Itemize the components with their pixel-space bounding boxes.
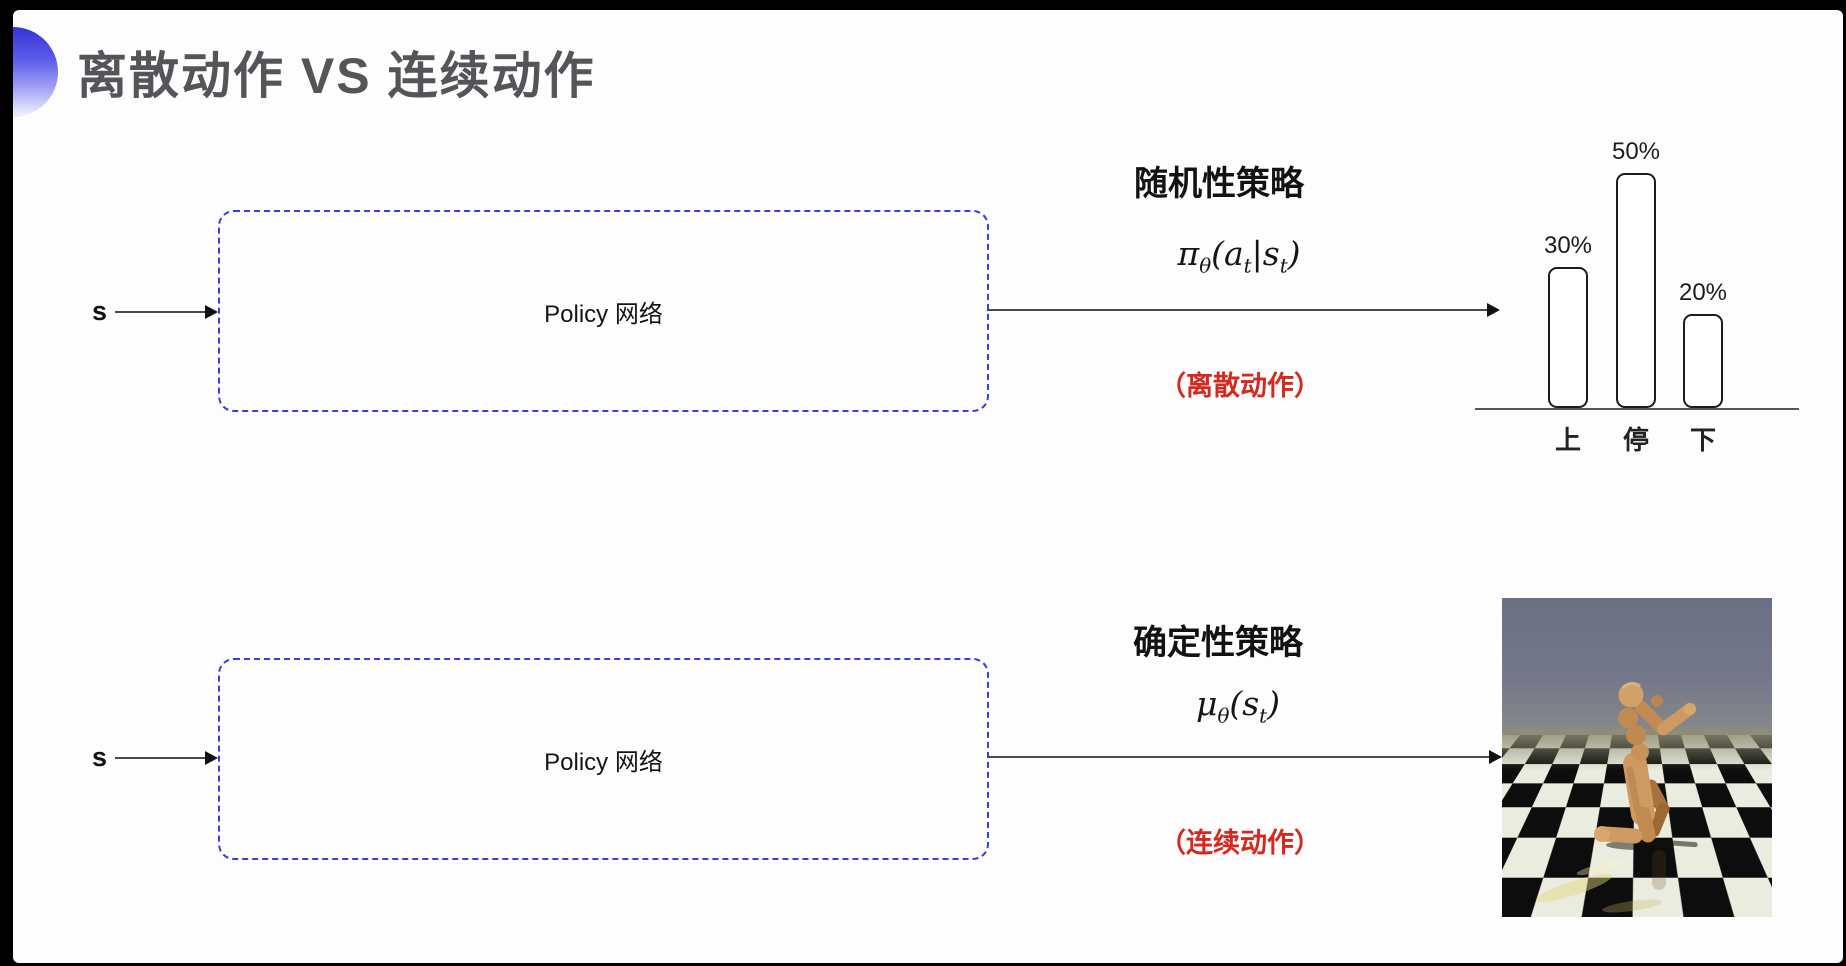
- title-bullet-decoration: [13, 27, 58, 117]
- page-title: 离散动作 VS 连续动作: [77, 48, 596, 104]
- policy-network-box-row2: Policy 网络: [218, 658, 989, 860]
- policy-type-row1: 随机性策略: [1134, 165, 1304, 203]
- state-input-label-row2: s: [92, 742, 108, 772]
- bar-category-down: 下: [1689, 425, 1716, 455]
- arrow-head-icon: [205, 751, 218, 765]
- policy-network-box-row1: Policy 网络: [218, 210, 989, 412]
- arrow-head-icon: [205, 305, 218, 319]
- bar-group-down: 20%: [1663, 279, 1743, 408]
- input-arrow-row1: [115, 305, 218, 319]
- output-arrow-row2: [987, 750, 1502, 764]
- policy-network-label-row1: Policy 网络: [544, 300, 663, 328]
- bar-group-up: 30%: [1528, 232, 1608, 408]
- arrow-shaft: [987, 309, 1487, 311]
- arrow-shaft: [987, 756, 1489, 758]
- policy-formula-row1: πθ(at|st): [1177, 234, 1301, 278]
- bar-up: [1548, 267, 1588, 408]
- policy-formula-row2: μθ(st): [1195, 684, 1280, 728]
- state-input-label-row1: s: [92, 296, 108, 326]
- humanoid-simulation-image: [1502, 598, 1772, 917]
- arrow-head-icon: [1487, 303, 1500, 317]
- bar-value-label: 20%: [1678, 279, 1728, 306]
- bar-category-up: 上: [1554, 425, 1581, 455]
- action-type-caption-row2: （连续动作）: [1159, 828, 1321, 858]
- bar-stop: [1616, 173, 1656, 408]
- bar-category-stop: 停: [1622, 425, 1649, 455]
- bar-value-label: 50%: [1611, 138, 1661, 165]
- input-arrow-row2: [115, 751, 218, 765]
- arrow-shaft: [115, 757, 205, 759]
- bar-value-label: 30%: [1543, 232, 1593, 259]
- policy-type-row2: 确定性策略: [1133, 624, 1303, 662]
- arrow-shaft: [115, 311, 205, 313]
- output-arrow-row1: [987, 303, 1500, 317]
- humanoid-robot-figure: [1535, 682, 1698, 913]
- action-type-caption-row1: （离散动作）: [1159, 371, 1321, 401]
- policy-network-label-row2: Policy 网络: [544, 748, 663, 776]
- bar-down: [1683, 314, 1723, 408]
- arrow-head-icon: [1489, 750, 1502, 764]
- bar-chart-baseline: [1475, 408, 1799, 410]
- bar-group-stop: 50%: [1596, 138, 1676, 408]
